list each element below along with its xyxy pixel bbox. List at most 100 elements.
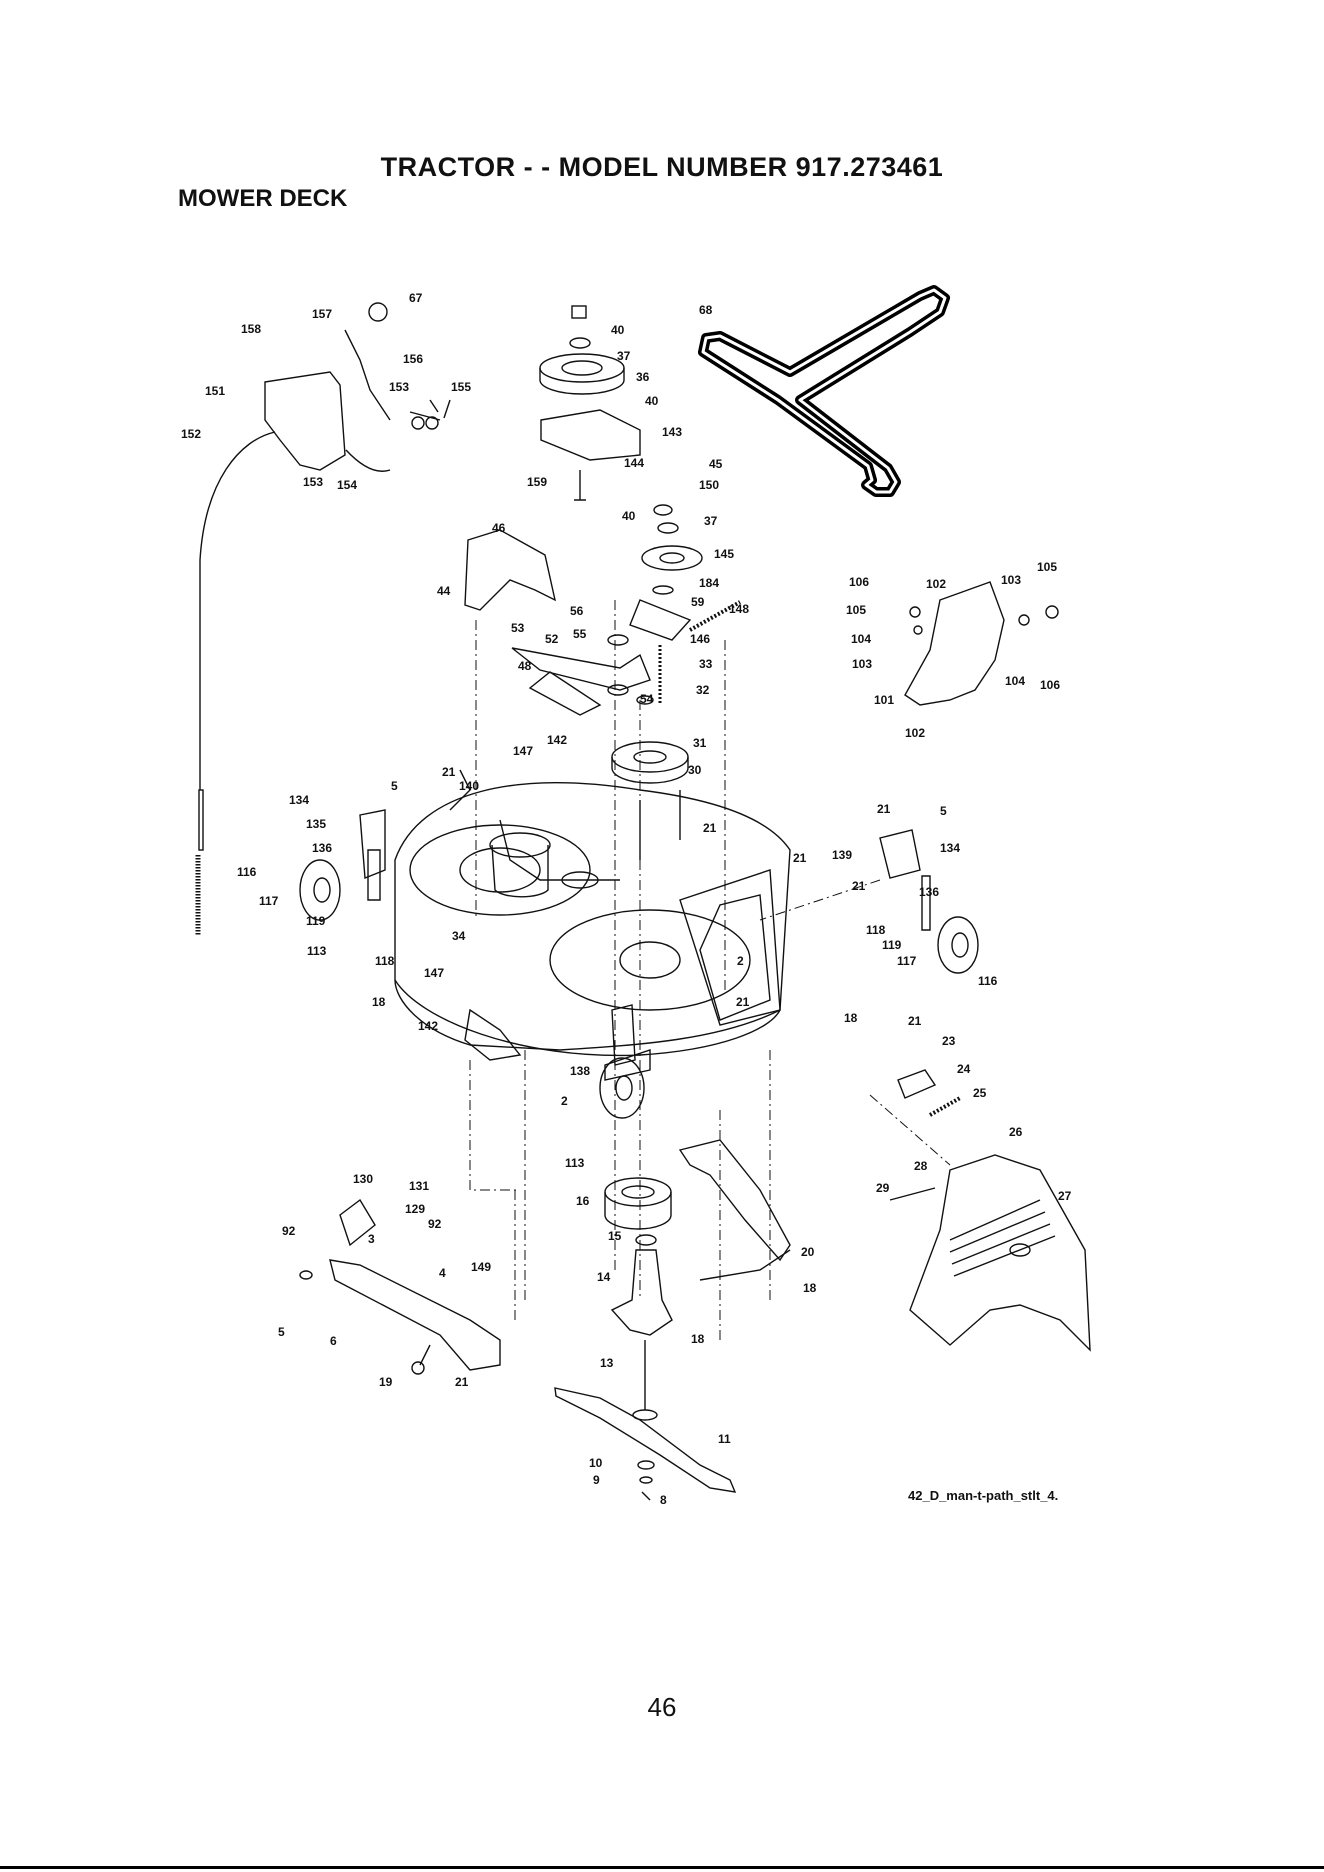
part-callout-5: 5 [391,779,398,793]
part-callout-136: 136 [919,885,939,899]
part-callout-116: 116 [237,865,257,879]
part-callout-21: 21 [793,851,807,865]
lift-lever-assembly [264,302,451,472]
chute-hinge-bracket [897,1069,961,1117]
part-callout-113: 113 [307,944,327,958]
part-callout-18: 18 [372,995,386,1009]
part-callout-21: 21 [442,765,456,779]
part-callout-118: 118 [375,954,395,968]
part-callout-158: 158 [241,322,261,336]
part-callout-56: 56 [570,604,584,618]
part-callout-18: 18 [691,1332,705,1346]
part-callout-13: 13 [600,1356,614,1370]
part-callout-139: 139 [832,848,852,862]
part-callout-30: 30 [688,763,702,777]
part-callout-148: 148 [729,602,749,616]
page-bottom-rule [0,1866,1324,1869]
deck-left-pulley [489,832,599,898]
section-title: MOWER DECK [178,185,348,212]
part-callout-153: 153 [303,475,323,489]
part-callout-131: 131 [409,1179,429,1193]
belt-keeper [904,581,1059,706]
part-callout-25: 25 [973,1086,987,1100]
part-callout-155: 155 [451,380,471,394]
part-callout-130: 130 [353,1172,373,1186]
part-callout-21: 21 [877,802,891,816]
part-callout-55: 55 [573,627,587,641]
front-stabilizer [678,1139,791,1281]
part-callout-106: 106 [849,575,869,589]
part-callout-104: 104 [851,632,871,646]
part-callout-36: 36 [636,370,650,384]
part-callout-29: 29 [876,1181,890,1195]
left-gauge-wheel [299,809,386,921]
part-callout-21: 21 [703,821,717,835]
part-callout-14: 14 [597,1270,611,1284]
part-callout-140: 140 [459,779,479,793]
part-callout-34: 34 [452,929,466,943]
part-callout-44: 44 [437,584,451,598]
part-callout-134: 134 [289,793,309,807]
part-callout-32: 32 [696,683,710,697]
part-callout-184: 184 [699,576,719,590]
part-callout-119: 119 [882,938,902,952]
part-callout-67: 67 [409,291,423,305]
part-callout-5: 5 [940,804,947,818]
left-hanger-bracket [464,1008,522,1061]
part-callout-2: 2 [561,1094,568,1108]
part-callout-92: 92 [282,1224,296,1238]
part-callout-146: 146 [690,632,710,646]
part-callout-48: 48 [518,659,532,673]
right-gauge-wheel [879,829,979,974]
part-callout-142: 142 [547,733,567,747]
part-callout-144: 144 [624,456,644,470]
part-callout-16: 16 [576,1194,590,1208]
part-callout-2: 2 [737,954,744,968]
part-callout-103: 103 [1001,573,1021,587]
part-callout-119: 119 [306,914,326,928]
part-callout-11: 11 [718,1432,731,1446]
part-callout-106: 106 [1040,678,1060,692]
part-callout-18: 18 [844,1011,858,1025]
part-callout-33: 33 [699,657,713,671]
part-callout-20: 20 [801,1245,815,1259]
part-callout-135: 135 [306,817,326,831]
part-callout-46: 46 [492,521,506,535]
part-callout-3: 3 [368,1232,375,1246]
part-callout-23: 23 [942,1034,956,1048]
part-callout-116: 116 [978,974,998,988]
part-callout-105: 105 [846,603,866,617]
page-title: TRACTOR - - MODEL NUMBER 917.273461 [380,152,944,182]
idler-arm [511,634,651,716]
part-callout-10: 10 [589,1456,603,1470]
part-callout-18: 18 [803,1281,817,1295]
mower-blade [554,1387,737,1501]
part-callout-103: 103 [852,657,872,671]
part-callout-153: 153 [389,380,409,394]
part-callout-151: 151 [205,384,225,398]
assembly-guide-lines [469,600,951,1340]
part-callout-92: 92 [428,1217,442,1231]
part-callout-105: 105 [1037,560,1057,574]
belt-guard [464,529,557,611]
part-callout-21: 21 [736,995,750,1009]
part-callout-40: 40 [645,394,659,408]
part-callout-21: 21 [455,1375,469,1389]
part-callout-6: 6 [330,1334,337,1348]
part-callout-156: 156 [403,352,423,366]
part-callout-52: 52 [545,632,559,646]
part-callout-101: 101 [874,693,894,707]
part-callout-138: 138 [570,1064,590,1078]
part-callout-40: 40 [611,323,625,337]
part-callout-54: 54 [640,692,654,706]
part-callout-37: 37 [617,349,631,363]
part-callout-21: 21 [908,1014,922,1028]
part-callout-45: 45 [709,457,723,471]
part-callout-9: 9 [593,1473,600,1487]
part-callout-147: 147 [424,966,444,980]
part-callout-21: 21 [852,879,866,893]
part-callout-113: 113 [565,1156,585,1170]
spindle-assembly [604,1177,673,1421]
